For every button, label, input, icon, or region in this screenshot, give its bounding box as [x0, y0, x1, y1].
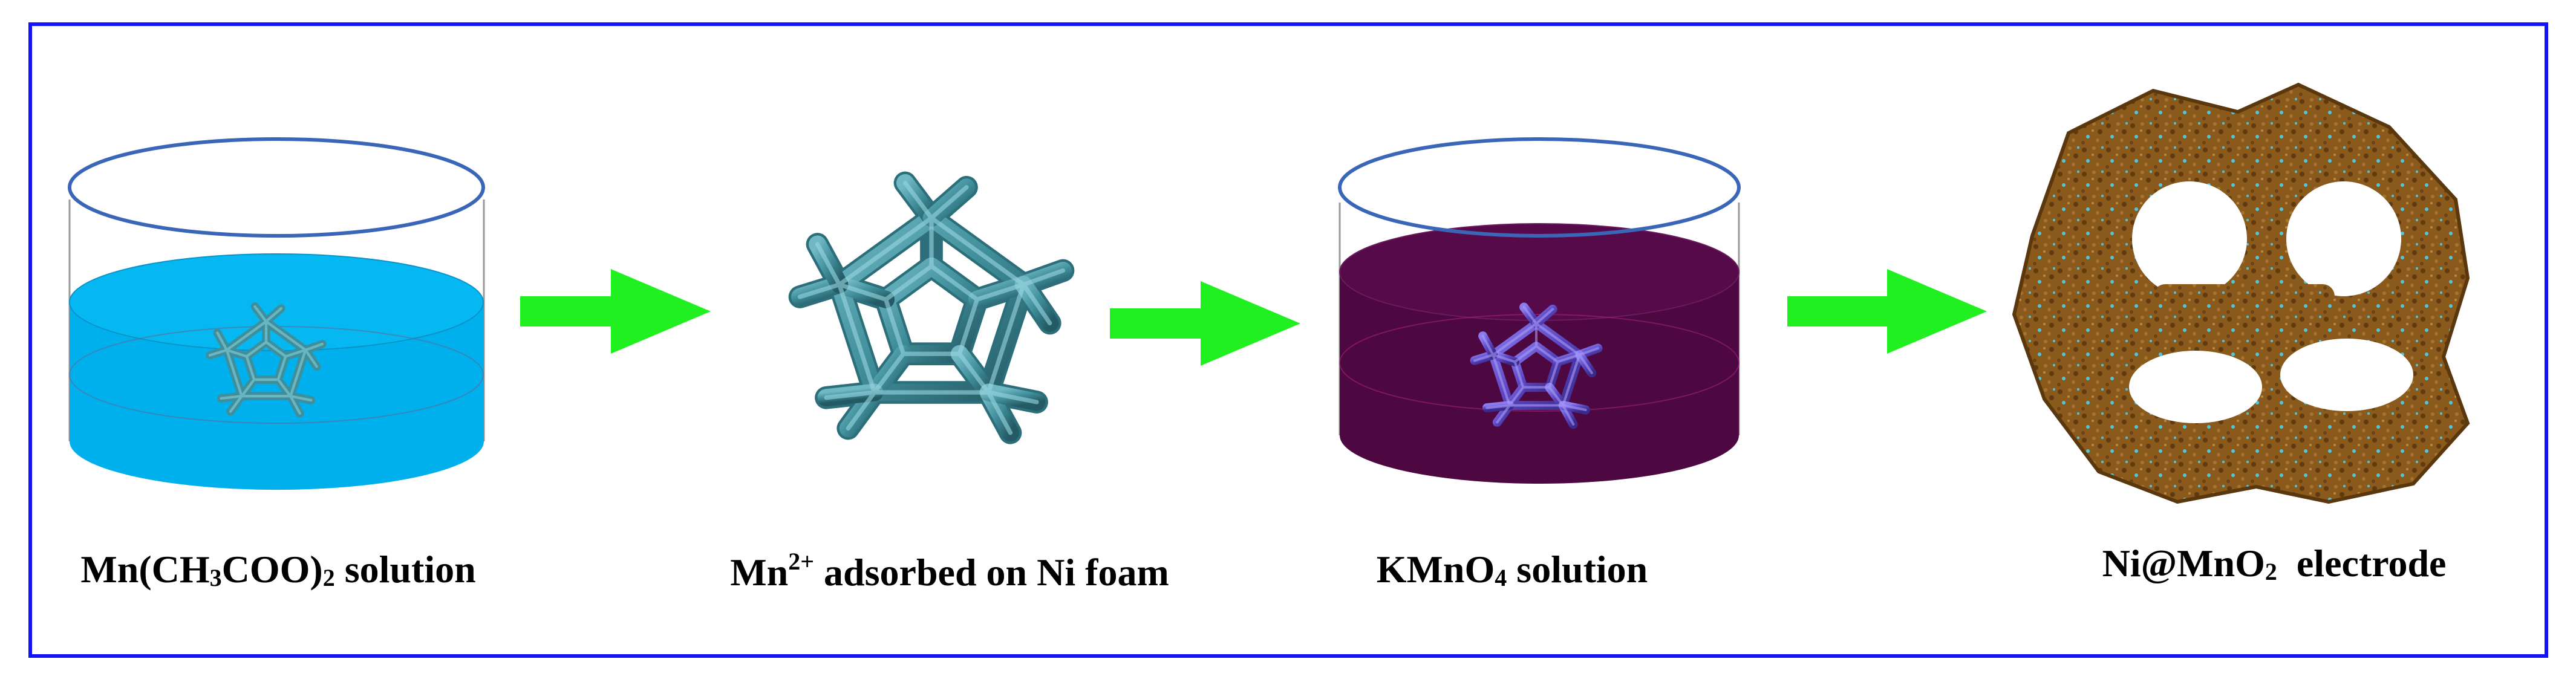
purple-solution — [1340, 272, 1739, 484]
label-electrode: Ni@MnO2 electrode — [2102, 542, 2447, 585]
beaker-rim — [68, 137, 485, 238]
label-mn-adsorbed: Mn2+ adsorbed on Ni foam — [730, 548, 1169, 594]
ni-foam-large — [800, 183, 1063, 433]
outer-frame — [28, 22, 2548, 658]
label-mn-acetate-solution: Mn(CH3COO)2 solution — [80, 548, 476, 591]
blue-solution-surface — [69, 253, 484, 351]
right-arrow-icon — [520, 269, 711, 354]
beaker-blue — [68, 137, 485, 490]
right-arrow-icon — [1787, 269, 1987, 354]
electrode-foam-icon — [2012, 82, 2470, 504]
beaker-purple — [1338, 137, 1741, 484]
label-kmno4-solution: KMnO4 solution — [1376, 548, 1648, 591]
purple-solution-surface — [1339, 223, 1740, 321]
beaker-rim — [1338, 137, 1741, 238]
right-arrow-icon — [1110, 281, 1300, 366]
